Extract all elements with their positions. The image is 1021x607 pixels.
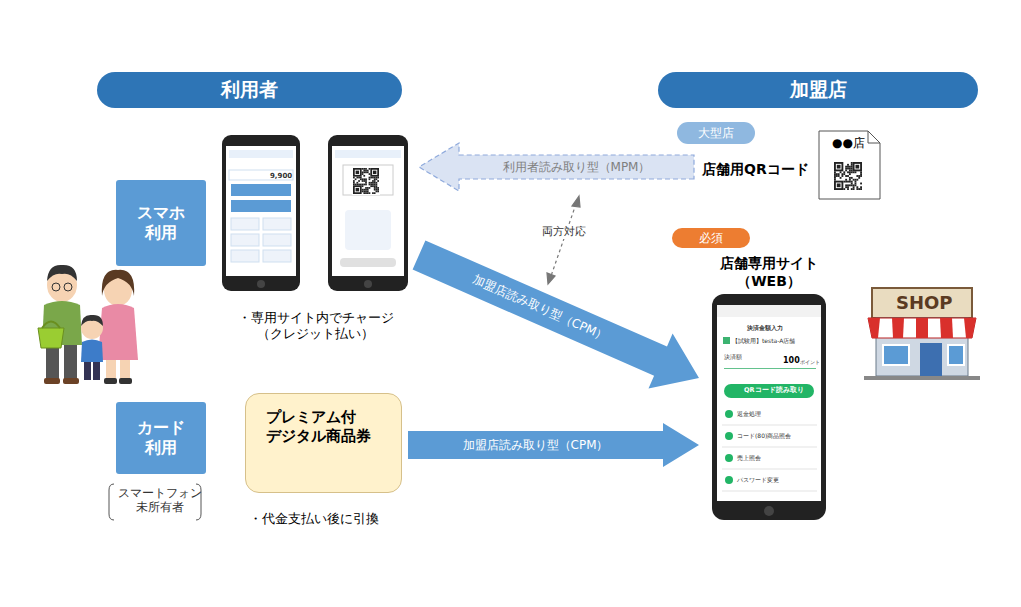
label: ・代金支払い後に引換 xyxy=(249,511,379,527)
label: 決済金額入力 xyxy=(747,324,783,331)
node-box: 加盟店 xyxy=(658,72,978,108)
block-arrow xyxy=(419,143,694,191)
node-box: 必須 xyxy=(672,228,750,248)
user-phone-qr xyxy=(328,135,408,291)
qr-document xyxy=(819,131,880,199)
family-illustration xyxy=(38,265,138,384)
user-phone xyxy=(222,135,300,291)
label: スマートフォン 未所有者 xyxy=(116,486,204,515)
store-phone xyxy=(712,294,826,520)
node-text: スマホ 利用 xyxy=(135,203,188,243)
node-text: 必須 xyxy=(699,231,723,246)
node-box: 大型店 xyxy=(677,122,755,144)
node-box: カード 利用 xyxy=(116,402,206,474)
arrow-label: 加盟店読み取り型（CPM） xyxy=(463,438,609,452)
block-arrow xyxy=(413,240,699,388)
label: パスワード変更 xyxy=(737,476,779,483)
node-text: 加盟店 xyxy=(790,78,847,102)
label: 100 xyxy=(783,356,800,366)
shop-illustration xyxy=(864,288,980,380)
node-text: ●●店 xyxy=(832,136,865,151)
node-text: プレミアム付 デジタル商品券 xyxy=(266,408,373,446)
qr-codes xyxy=(346,161,863,485)
arrow-label: 利用者読み取り型（MPM） xyxy=(503,160,651,174)
label: 売上照会 xyxy=(737,454,761,461)
label: 【試験用】testa-A店舗 xyxy=(732,337,795,344)
label: SHOP xyxy=(896,292,953,314)
arrow-label: 加盟店読み取り型（CPM） xyxy=(470,272,609,344)
node-text: カード 利用 xyxy=(135,418,188,458)
label: 9,900 xyxy=(270,172,292,180)
node-box: スマホ 利用 xyxy=(116,180,206,266)
block-arrow xyxy=(408,423,699,467)
node-text: 大型店 xyxy=(698,126,734,141)
node-text: ・専用サイト内でチャージ （クレジット払い） xyxy=(235,310,396,343)
node-box: ・専用サイト内でチャージ （クレジット払い） xyxy=(218,132,413,342)
label: 決済額 xyxy=(724,353,742,360)
label: コード(80)商品照会 xyxy=(737,432,791,439)
label: ポイント xyxy=(800,359,820,365)
label: 返金処理 xyxy=(737,410,761,417)
node-box: 利用者 xyxy=(97,72,402,108)
label: QRコード読み取り xyxy=(744,387,804,395)
node-box: プレミアム付 デジタル商品券 xyxy=(245,393,402,493)
node-text: 利用者 xyxy=(221,78,278,102)
node-text: 店舗用QRコード xyxy=(702,161,809,179)
bracket xyxy=(109,484,114,520)
node-text: 店舗専用サイト （WEB） xyxy=(718,255,820,290)
both-ways-arrow xyxy=(547,196,580,284)
label: 両方対応 xyxy=(540,224,588,239)
node-box: 店舗用QRコード ●●店 xyxy=(700,128,883,202)
